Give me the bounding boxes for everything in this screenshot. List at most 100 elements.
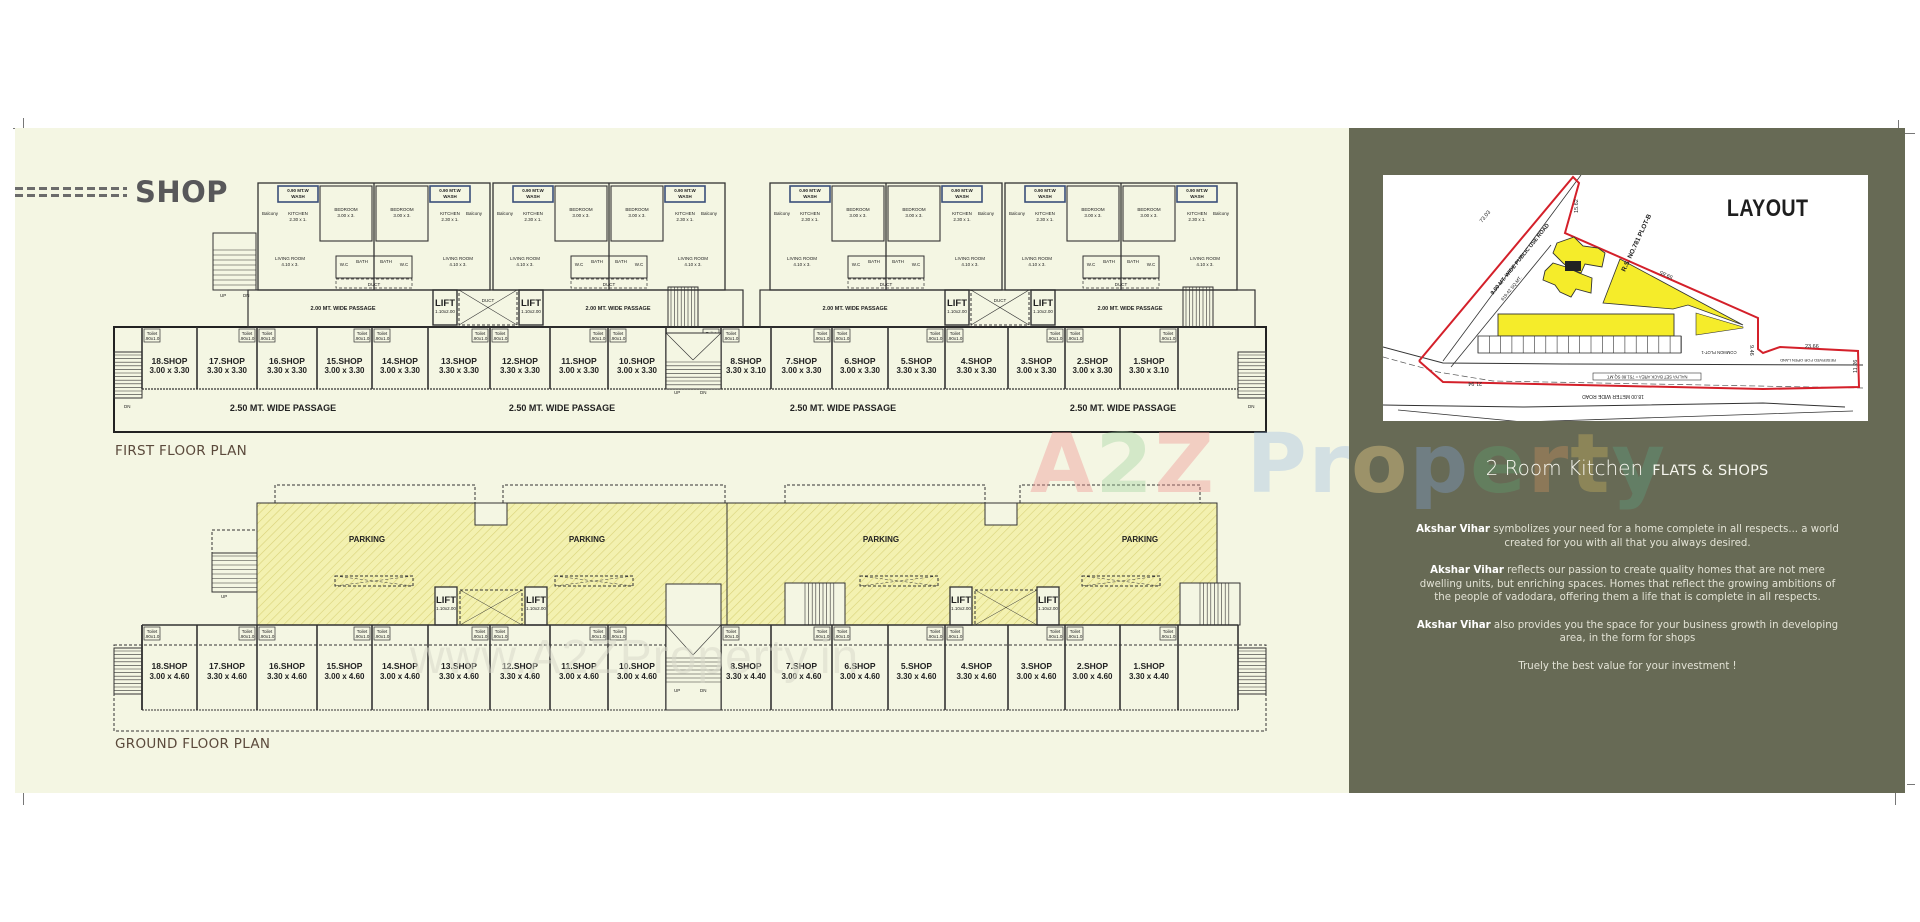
svg-text:3.30 x 4.60: 3.30 x 4.60 [956,672,997,681]
svg-text:4.10 x 3.: 4.10 x 3. [449,262,466,267]
svg-text:3.30 x 3.30: 3.30 x 3.30 [207,366,248,375]
svg-text:BATH: BATH [868,259,880,264]
crop-mark [1898,120,1899,130]
svg-text:.90x1.0: .90x1.0 [948,336,963,341]
svg-text:DN: DN [124,404,131,409]
svg-text:3.30 x 4.60: 3.30 x 4.60 [500,672,541,681]
svg-text:2.50 MT. WIDE PASSAGE: 2.50 MT. WIDE PASSAGE [790,403,896,413]
svg-text:Toilet: Toilet [930,629,941,634]
svg-text:.90x1.0: .90x1.0 [611,336,626,341]
svg-text:3.30 x 3.10: 3.30 x 3.10 [726,366,767,375]
svg-text:1.10x2.00: 1.10x2.00 [951,606,971,611]
svg-text:10.SHOP: 10.SHOP [619,661,655,671]
svg-text:Toilet: Toilet [817,629,828,634]
svg-text:LIFT: LIFT [1038,595,1058,606]
svg-text:2.30 x 1.: 2.30 x 1. [801,217,818,222]
svg-text:Balcony: Balcony [1213,211,1230,216]
svg-text:3.00 x 3.: 3.00 x 3. [905,213,922,218]
svg-text:2.00 MT. WIDE PASSAGE: 2.00 MT. WIDE PASSAGE [823,306,888,312]
svg-text:KITCHEN: KITCHEN [288,211,308,216]
svg-text:Toilet: Toilet [242,331,253,336]
svg-text:.90x1.0: .90x1.0 [493,634,508,639]
svg-text:4.SHOP: 4.SHOP [961,356,993,366]
svg-text:BEDROOM: BEDROOM [334,207,358,212]
svg-text:3.00 x 4.60: 3.00 x 4.60 [380,672,421,681]
svg-text:5.SHOP: 5.SHOP [901,356,933,366]
svg-text:1.10x2.00: 1.10x2.00 [947,309,967,314]
svg-text:DUCT: DUCT [994,298,1007,303]
svg-text:NALIYA SET BACK AREA = 751.80: NALIYA SET BACK AREA = 751.80 SQ.MT. [1607,375,1688,380]
svg-text:0.90 MT.W: 0.90 MT.W [1034,188,1056,193]
brand-name: Akshar Vihar [1416,524,1490,535]
svg-text:3.30 x 4.40: 3.30 x 4.40 [1129,672,1170,681]
svg-text:3.00 x 3.: 3.00 x 3. [1084,213,1101,218]
crop-mark [23,793,24,805]
svg-text:W.C: W.C [635,262,644,267]
svg-text:Toilet: Toilet [377,331,388,336]
svg-text:1.SHOP: 1.SHOP [1133,356,1165,366]
svg-text:UP: UP [674,390,680,395]
svg-text:13.SHOP: 13.SHOP [441,661,477,671]
section-title: SHOP [135,175,229,209]
svg-text:2.30 x 1.: 2.30 x 1. [1036,217,1053,222]
svg-text:2.30 x 1.: 2.30 x 1. [441,217,458,222]
description-paragraph: Akshar Vihar symbolizes your need for a … [1416,524,1839,549]
svg-text:11.26: 11.26 [1853,360,1859,373]
svg-text:0.90 MT.W: 0.90 MT.W [951,188,973,193]
svg-text:BATH: BATH [356,259,368,264]
svg-text:LIVING ROOM: LIVING ROOM [678,256,708,261]
svg-text:2.00 MT. WIDE PASSAGE: 2.00 MT. WIDE PASSAGE [586,306,651,312]
crop-mark [23,118,24,130]
svg-text:Toilet: Toilet [475,331,486,336]
brand-name: Akshar Vihar [1430,565,1504,576]
svg-text:73.03: 73.03 [1479,210,1492,224]
svg-text:BATH: BATH [892,259,904,264]
svg-text:BEDROOM: BEDROOM [625,207,649,212]
svg-text:11.SHOP: 11.SHOP [561,356,597,366]
svg-text:LIFT: LIFT [435,298,455,309]
svg-text:.90x1.0: .90x1.0 [473,336,488,341]
svg-text:Toilet: Toilet [262,629,273,634]
svg-text:3.00 x 4.60: 3.00 x 4.60 [149,672,190,681]
svg-text:.90x1.0: .90x1.0 [1161,336,1176,341]
ground-floor-label: GROUND FLOOR PLAN [115,736,271,752]
svg-text:Toilet: Toilet [613,629,624,634]
svg-text:.90x1.0: .90x1.0 [724,634,739,639]
svg-text:0.90 MT.W: 0.90 MT.W [287,188,309,193]
svg-text:Toilet: Toilet [377,629,388,634]
svg-text:Toilet: Toilet [950,629,961,634]
svg-text:1.SHOP: 1.SHOP [1133,661,1165,671]
svg-text:UP: UP [220,293,226,298]
svg-text:DUCT: DUCT [482,298,495,303]
brand-name: Akshar Vihar [1416,619,1491,631]
svg-text:.90x1.0: .90x1.0 [611,634,626,639]
svg-text:3.00 x 4.60: 3.00 x 4.60 [617,672,658,681]
svg-text:BEDROOM: BEDROOM [390,207,414,212]
svg-text:LIFT: LIFT [1033,298,1053,309]
svg-text:4.10 x 3.: 4.10 x 3. [793,262,810,267]
svg-text:.90x1.0: .90x1.0 [473,634,488,639]
svg-text:.90x1.0: .90x1.0 [1068,336,1083,341]
svg-text:2.00 MT. WIDE PASSAGE: 2.00 MT. WIDE PASSAGE [1098,306,1163,312]
svg-text:Balcony: Balcony [262,211,279,216]
svg-text:WASH: WASH [1190,194,1204,199]
svg-text:3.30 x 4.60: 3.30 x 4.60 [439,672,480,681]
svg-text:WASH: WASH [1038,194,1052,199]
svg-text:12.SHOP: 12.SHOP [502,356,538,366]
svg-text:.90x1.0: .90x1.0 [815,634,830,639]
svg-text:.90x1.0: .90x1.0 [928,634,943,639]
svg-text:9.00 MT. WIDE PUBLIC USE ROAD: 9.00 MT. WIDE PUBLIC USE ROAD [1490,223,1551,296]
svg-text:10.SHOP: 10.SHOP [619,356,655,366]
svg-text:LIFT: LIFT [521,298,541,309]
svg-text:KITCHEN: KITCHEN [1187,211,1207,216]
svg-text:LIVING ROOM: LIVING ROOM [1190,256,1220,261]
svg-text:Toilet: Toilet [1050,331,1061,336]
svg-text:7.SHOP: 7.SHOP [786,356,818,366]
svg-text:3.30 x 3.30: 3.30 x 3.30 [956,366,997,375]
layout-title: LAYOUT [1726,195,1808,222]
svg-text:2.50 MT. WIDE PASSAGE: 2.50 MT. WIDE PASSAGE [230,403,336,413]
svg-text:WASH: WASH [291,194,305,199]
svg-text:Toilet: Toilet [593,331,604,336]
